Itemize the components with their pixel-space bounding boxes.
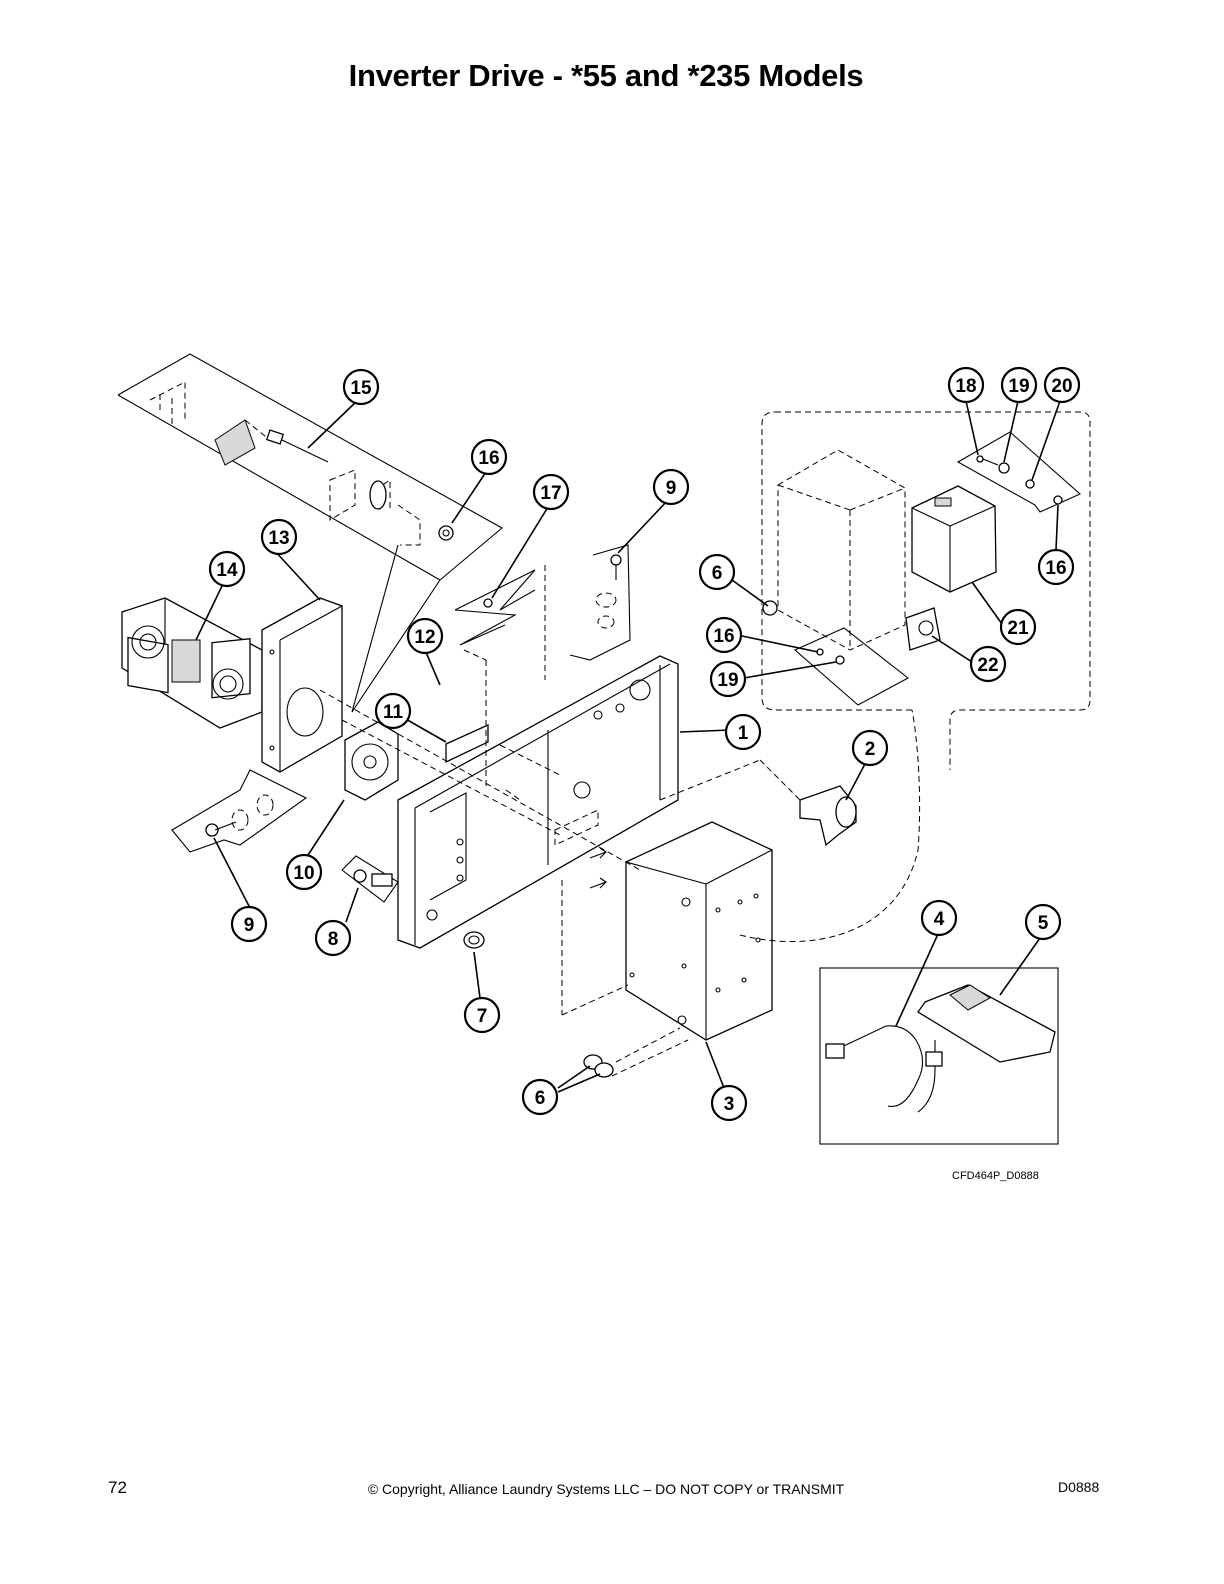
callout-14: 14 [208, 550, 246, 588]
svg-text:17: 17 [540, 483, 561, 504]
copyright-notice: © Copyright, Alliance Laundry Systems LL… [367, 1481, 845, 1497]
callout-20: 20 [1043, 366, 1081, 404]
fan-guard-14 [121, 597, 263, 729]
svg-text:3: 3 [724, 1094, 735, 1115]
callout-6b: 6 [521, 1078, 559, 1116]
callout-19b: 19 [709, 660, 747, 698]
inverter-21 [911, 485, 997, 593]
svg-text:2: 2 [865, 739, 876, 760]
callout-21: 21 [999, 608, 1037, 646]
nut-16-icon [438, 525, 454, 541]
svg-text:6: 6 [712, 563, 723, 584]
assembly-lines [319, 565, 921, 1077]
page-number: 72 [108, 1478, 127, 1497]
callout-6: 6 [698, 553, 736, 591]
document-code: D0888 [1058, 1479, 1100, 1495]
callout-7: 7 [463, 996, 501, 1034]
svg-text:19: 19 [717, 670, 738, 691]
bolt-detail-panel [117, 353, 503, 713]
svg-text:15: 15 [350, 378, 372, 399]
callout-5: 5 [1024, 903, 1062, 941]
leader-lines [195, 399, 1061, 1093]
callout-15: 15 [342, 368, 380, 406]
page-title: Inverter Drive - *55 and *235 Models [348, 58, 864, 93]
label-11 [445, 723, 489, 764]
callout-16b: 16 [705, 616, 743, 654]
callout-17: 17 [532, 473, 570, 511]
callout-18: 18 [947, 366, 985, 404]
callout-19: 19 [1000, 366, 1038, 404]
fan-10 [344, 721, 399, 801]
callout-16c: 16 [1037, 548, 1075, 586]
callout-11: 11 [374, 692, 412, 730]
mounting-panel-1 [397, 655, 679, 949]
callout-4: 4 [920, 899, 958, 937]
enclosure-box-3 [625, 821, 773, 1041]
circuit-board-22 [905, 607, 941, 651]
svg-text:10: 10 [293, 863, 314, 884]
callout-22: 22 [969, 645, 1007, 683]
svg-text:8: 8 [328, 929, 339, 950]
svg-text:12: 12 [414, 627, 435, 648]
keypad-inset [819, 967, 1059, 1145]
screw-17-detail [454, 569, 536, 646]
connector-8 [341, 855, 399, 903]
callout-10: 10 [285, 853, 323, 891]
callout-16: 16 [470, 438, 508, 476]
plugs-6 [583, 1054, 614, 1078]
svg-text:16: 16 [713, 626, 734, 647]
fitting-2 [799, 785, 857, 847]
svg-text:1: 1 [738, 723, 749, 744]
svg-text:13: 13 [268, 528, 289, 549]
tube-12 [435, 680, 459, 740]
callout-12: 12 [406, 617, 444, 655]
svg-text:4: 4 [934, 909, 945, 930]
svg-text:9: 9 [244, 915, 255, 936]
screw-9-top-detail [569, 544, 631, 661]
callout-13: 13 [260, 518, 298, 556]
svg-text:7: 7 [477, 1006, 488, 1027]
callout-9b: 9 [230, 905, 268, 943]
svg-text:16: 16 [1045, 558, 1066, 579]
svg-text:9: 9 [666, 478, 677, 499]
svg-text:14: 14 [216, 560, 238, 581]
inverter-detail-group [761, 411, 1091, 770]
svg-text:16: 16 [478, 448, 499, 469]
svg-text:22: 22 [977, 655, 998, 676]
screw-9-detail [171, 769, 308, 853]
callout-1: 1 [724, 713, 762, 751]
svg-text:6: 6 [535, 1088, 546, 1109]
bolt-15-icon [265, 429, 329, 463]
svg-text:5: 5 [1038, 913, 1049, 934]
svg-text:19: 19 [1008, 376, 1029, 397]
svg-text:20: 20 [1051, 376, 1072, 397]
svg-text:11: 11 [383, 702, 404, 723]
svg-text:18: 18 [955, 376, 976, 397]
figure-code: CFD464P_D0888 [952, 1170, 1039, 1182]
callout-3: 3 [710, 1084, 748, 1122]
fan-frame-13 [261, 597, 343, 773]
svg-text:21: 21 [1007, 618, 1029, 639]
callout-8: 8 [314, 919, 352, 957]
callout-9: 9 [652, 468, 690, 506]
callout-2: 2 [851, 729, 889, 767]
bushing-7 [463, 931, 485, 949]
